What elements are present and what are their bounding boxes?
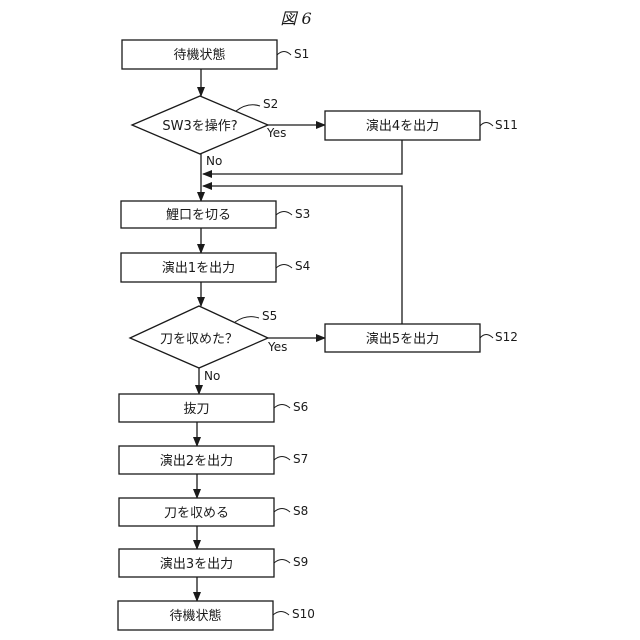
node-s12-label: 演出5を出力 <box>366 331 439 347</box>
step-label-s1: S1 <box>294 47 309 61</box>
leader-s1 <box>277 52 291 56</box>
leader-s2 <box>236 105 260 111</box>
step-label-s8: S8 <box>293 504 308 518</box>
node-s11-label: 演出4を出力 <box>366 118 439 134</box>
node-s10-label: 待機状態 <box>169 608 221 624</box>
step-label-s2: S2 <box>263 97 278 111</box>
node-s7-label: 演出2を出力 <box>160 453 233 469</box>
leader-s3 <box>276 212 292 216</box>
leader-s5 <box>235 317 259 322</box>
step-label-s4: S4 <box>295 259 310 273</box>
edge-label-s5-yes: Yes <box>267 340 287 354</box>
step-label-s9: S9 <box>293 555 308 569</box>
step-label-s10: S10 <box>292 607 315 621</box>
leader-s12 <box>480 335 493 339</box>
step-label-s3: S3 <box>295 207 310 221</box>
leader-s9 <box>274 560 290 564</box>
leader-s11 <box>480 123 493 127</box>
step-label-s7: S7 <box>293 452 308 466</box>
leader-s6 <box>274 405 290 409</box>
edge-label-s2-yes: Yes <box>266 126 286 140</box>
node-s6-label: 抜刀 <box>183 401 209 417</box>
node-s3-label: 鯉口を切る <box>166 208 231 223</box>
node-s5-label: 刀を収めた？ <box>160 332 238 347</box>
step-label-s12: S12 <box>495 330 518 344</box>
node-s4-label: 演出1を出力 <box>162 260 235 276</box>
edge-label-s5-no: No <box>204 369 220 383</box>
step-label-s11: S11 <box>495 118 518 132</box>
step-label-s5: S5 <box>262 309 277 323</box>
leader-s8 <box>274 509 290 513</box>
step-label-s6: S6 <box>293 400 308 414</box>
edge-label-s2-no: No <box>206 154 222 168</box>
leader-s4 <box>276 265 292 269</box>
node-s9-label: 演出3を出力 <box>160 556 233 572</box>
leader-s10 <box>273 612 289 616</box>
figure-label: 図 6 <box>280 9 311 28</box>
node-s2-label: SW3を操作? <box>162 118 237 134</box>
node-s1-label: 待機状態 <box>173 47 225 63</box>
node-s8-label: 刀を収める <box>164 506 229 521</box>
leader-s7 <box>274 457 290 461</box>
edge-s11-merge <box>203 140 402 174</box>
